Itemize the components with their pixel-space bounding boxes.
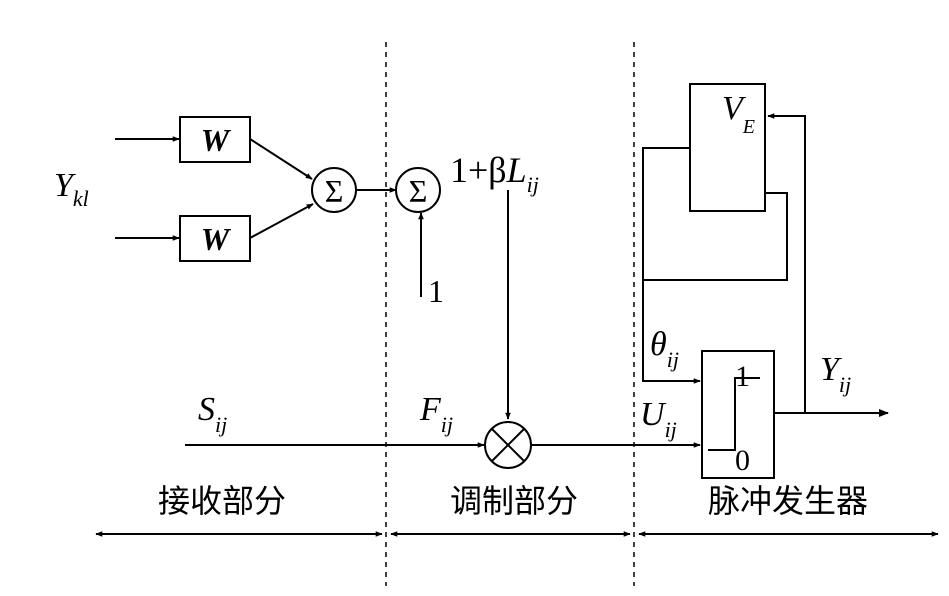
bias-value: 1 <box>428 273 444 309</box>
weight-label-bottom: W <box>201 221 232 257</box>
section-modulate-label: 调制部分 <box>450 482 578 520</box>
feeding-label: Fij <box>419 391 453 437</box>
weight-bottom-to-sum <box>249 203 314 239</box>
weight-top-to-sum <box>249 138 313 180</box>
stimulus-label: Sij <box>198 391 227 437</box>
step-function-curve <box>708 377 760 451</box>
step-low-label: 0 <box>735 444 750 477</box>
sum-symbol-2: Σ <box>409 173 428 209</box>
section-receive-label: 接收部分 <box>158 482 286 520</box>
output-feedback <box>767 113 806 413</box>
threshold-to-step <box>642 280 701 384</box>
output-label: Yij <box>820 351 851 397</box>
weight-label-top: W <box>201 122 232 158</box>
input-label: Ykl <box>54 167 89 211</box>
multiplier-cross-b <box>491 428 525 462</box>
threshold-label: θij <box>650 326 679 372</box>
weight-box-bottom <box>179 215 251 262</box>
threshold-loop <box>642 147 788 281</box>
step-function-box <box>701 350 775 479</box>
step-high-label: 1 <box>735 360 750 393</box>
sum-symbol-1: Σ <box>325 173 344 209</box>
weight-box-top <box>179 116 251 163</box>
internal-activity-label: Uij <box>640 396 677 442</box>
section-pulse-label: 脉冲发生器 <box>708 482 868 520</box>
threshold-generator-box <box>689 83 766 212</box>
sum-node-2 <box>395 167 441 213</box>
linking-label: 1+βLij <box>450 150 539 197</box>
